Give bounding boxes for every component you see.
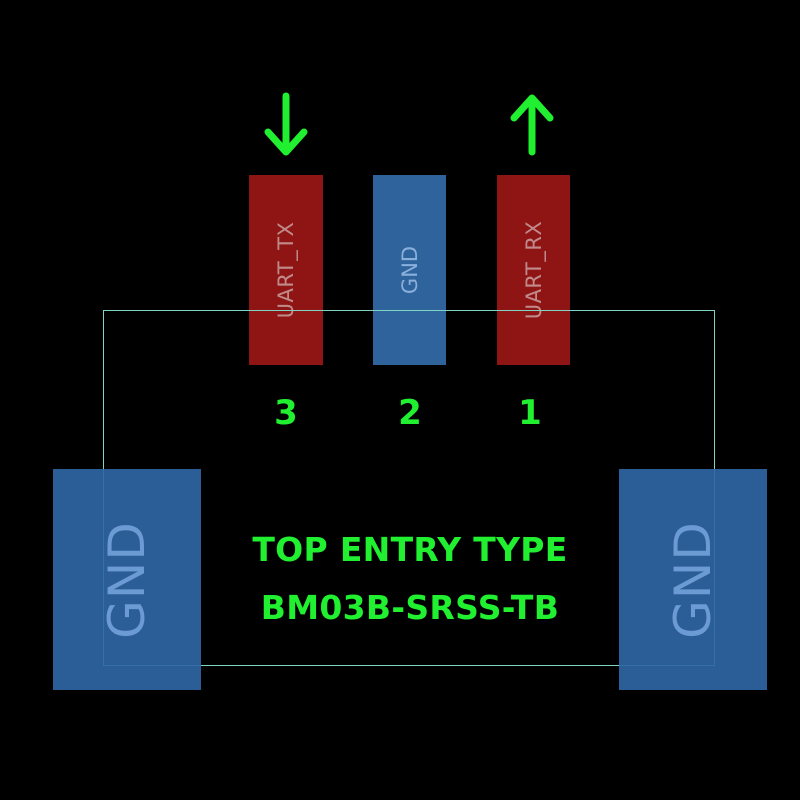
mount-pad-left-label: GND: [98, 520, 156, 639]
caption-part-number: BM03B-SRSS-TB: [260, 588, 560, 627]
mount-pad-right-label: GND: [664, 520, 722, 639]
pin2-number: 2: [398, 393, 422, 433]
pad-pin3-label: UART_TX: [274, 221, 298, 319]
caption-entry-type: TOP ENTRY TYPE: [252, 530, 568, 569]
pad-pin3: UART_TX: [249, 175, 323, 365]
mount-pad-left: GND: [53, 469, 201, 690]
pad-pin2: GND: [373, 175, 446, 365]
pad-pin2-label: GND: [397, 245, 422, 295]
pin3-number: 3: [274, 393, 298, 433]
pin1-number: 1: [518, 393, 542, 433]
arrow-up-icon: [510, 94, 554, 156]
pad-pin1: UART_RX: [497, 175, 570, 365]
arrow-down-icon: [264, 92, 308, 156]
mount-pad-right: GND: [619, 469, 767, 690]
pad-pin1-label: UART_RX: [521, 220, 546, 320]
